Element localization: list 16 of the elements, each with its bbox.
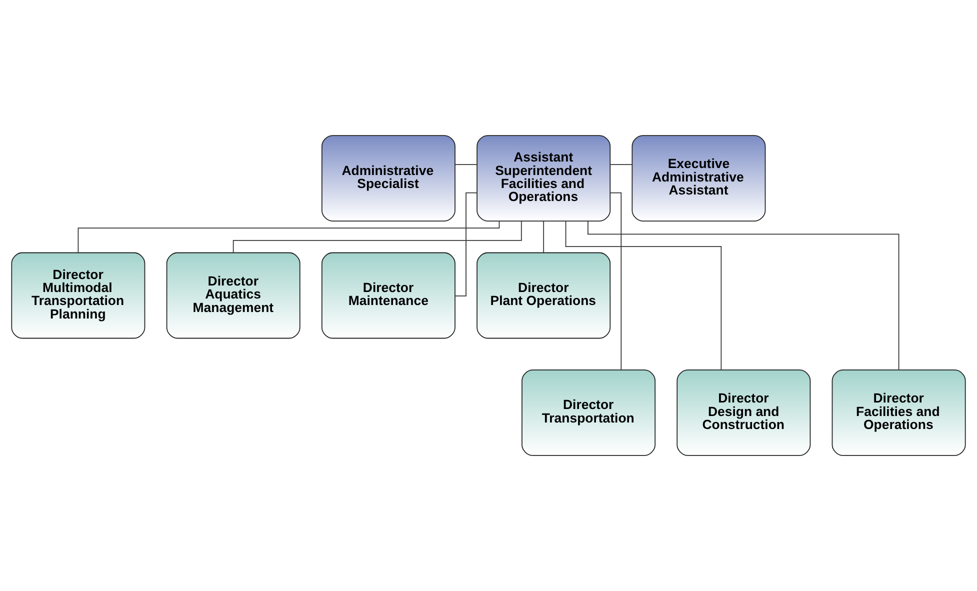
node-box: Assistant Superintendent Facilities and Operations xyxy=(476,135,611,222)
node-box: Director Plant Operations xyxy=(476,252,611,339)
connector xyxy=(565,220,722,370)
connector xyxy=(610,192,622,370)
node-box: Director Aquatics Management xyxy=(166,252,300,339)
node-box: Administrative Specialist xyxy=(321,135,456,222)
connector xyxy=(454,164,478,166)
node-box: Executive Administrative Assistant xyxy=(632,135,766,222)
node-box: Director Transportation xyxy=(522,370,656,456)
node-box: Director Design and Construction xyxy=(676,370,811,456)
node-box: Director Multimodal Transportation Planning xyxy=(11,252,146,339)
connector xyxy=(610,164,633,166)
node-box: Director Facilities and Operations xyxy=(832,370,966,456)
connector xyxy=(78,220,500,253)
connector xyxy=(543,220,544,253)
node-box: Director Maintenance xyxy=(321,252,456,339)
